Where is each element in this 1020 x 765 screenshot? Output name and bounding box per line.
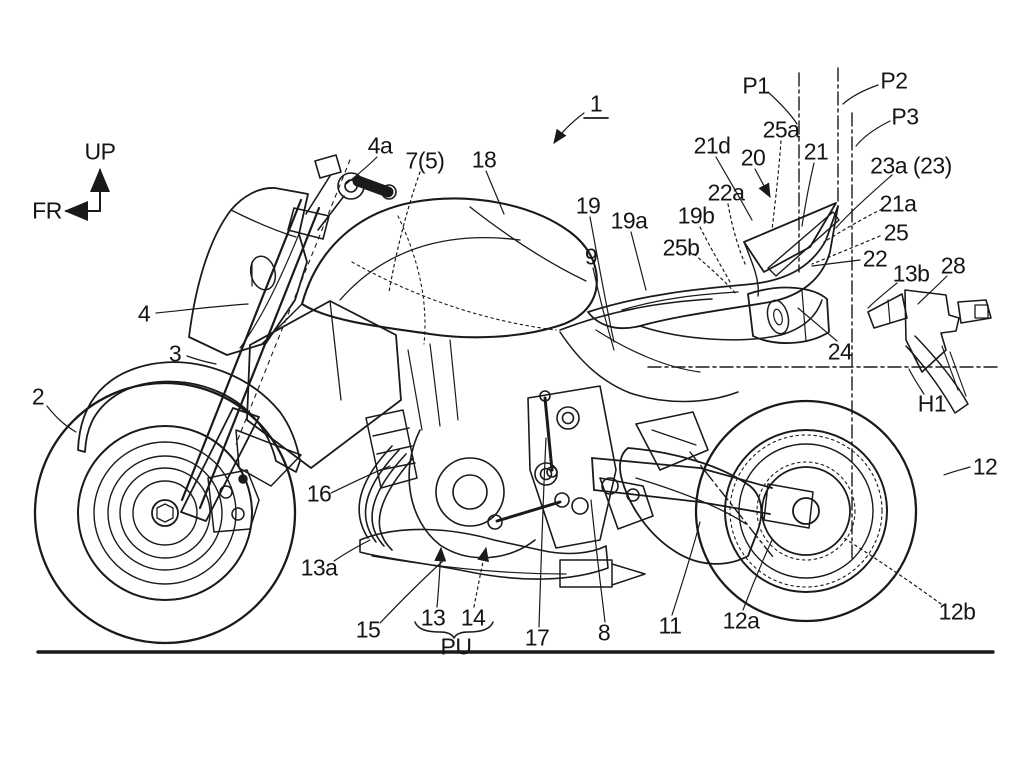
- front-brake-caliper: [207, 469, 260, 533]
- leader-lines: [46, 84, 971, 628]
- tail-winglet: [743, 202, 840, 297]
- muffler: [619, 447, 763, 565]
- ref-label-12b: 12b: [938, 598, 976, 625]
- reference-lines: [647, 67, 998, 563]
- fuel-tank: [300, 197, 598, 345]
- ref-label-23a: 23a (23): [870, 152, 952, 179]
- ref-label-16: 16: [306, 480, 332, 507]
- ref-line-label-h1: H1: [917, 390, 947, 417]
- axis-label-up: UP: [84, 138, 116, 165]
- ref-label-18: 18: [471, 146, 497, 173]
- ref-label-17: 17: [524, 624, 550, 651]
- ref-label-12: 12: [972, 453, 998, 480]
- front-fork: [180, 159, 351, 522]
- ref-label-25b: 25b: [662, 234, 700, 261]
- side-shroud: [235, 300, 402, 487]
- ref-label-4: 4: [137, 300, 151, 327]
- ref-label-8: 8: [597, 619, 611, 646]
- ref-label-19b: 19b: [677, 202, 715, 229]
- ref-label-3: 3: [168, 340, 182, 367]
- ref-label-22: 22: [862, 245, 888, 272]
- ref-label-19a: 19a: [610, 207, 648, 234]
- ref-label-13: 13: [420, 604, 446, 631]
- ref-label-11: 11: [658, 612, 682, 639]
- ref-label-14: 14: [460, 604, 486, 631]
- ref-label-28: 28: [940, 252, 966, 279]
- ref-label-24: 24: [827, 338, 853, 365]
- tail-exhaust-cone: [747, 286, 830, 344]
- ref-label-25a: 25a: [762, 116, 800, 143]
- ref-line-label-p3: P3: [891, 103, 919, 130]
- ref-line-label-p2: P2: [880, 67, 908, 94]
- ref-line-label-p1: P1: [742, 72, 770, 99]
- ref-label-pu: PU: [440, 633, 472, 660]
- seat-tail-unit: [559, 205, 839, 403]
- axis-label-fr: FR: [32, 197, 62, 224]
- handlebar-assembly: [287, 154, 397, 240]
- ref-label-13a: 13a: [300, 554, 338, 581]
- rear-bracket: [867, 289, 992, 414]
- ref-label-13b: 13b: [892, 260, 930, 287]
- ref-label-4a: 4a: [367, 132, 393, 159]
- ref-label-9: 9: [584, 243, 598, 270]
- exhaust-system: [358, 445, 646, 588]
- ref-label-20: 20: [740, 144, 766, 171]
- ref-label-1: 1: [589, 90, 603, 117]
- rear-wheel: [694, 399, 918, 623]
- ref-label-25: 25: [883, 219, 909, 246]
- orientation-axes-icon: [64, 168, 110, 221]
- ref-label-21d: 21d: [693, 132, 731, 159]
- swingarm: [591, 457, 814, 529]
- ref-label-21a: 21a: [879, 190, 917, 217]
- pu-brace: [414, 621, 494, 639]
- ref-label-21: 21: [803, 138, 829, 165]
- ref-label-7-5: 7(5): [405, 147, 445, 174]
- footpeg-bracket: [599, 411, 709, 530]
- ref-label-19: 19: [575, 192, 601, 219]
- ref-label-15: 15: [355, 616, 381, 643]
- ref-label-22a: 22a: [707, 179, 745, 206]
- ref-label-2: 2: [31, 383, 45, 410]
- front-fender: [77, 361, 301, 473]
- engine: [407, 339, 640, 559]
- ref-label-12a: 12a: [722, 607, 760, 634]
- leader-lines-dotted: [388, 140, 942, 608]
